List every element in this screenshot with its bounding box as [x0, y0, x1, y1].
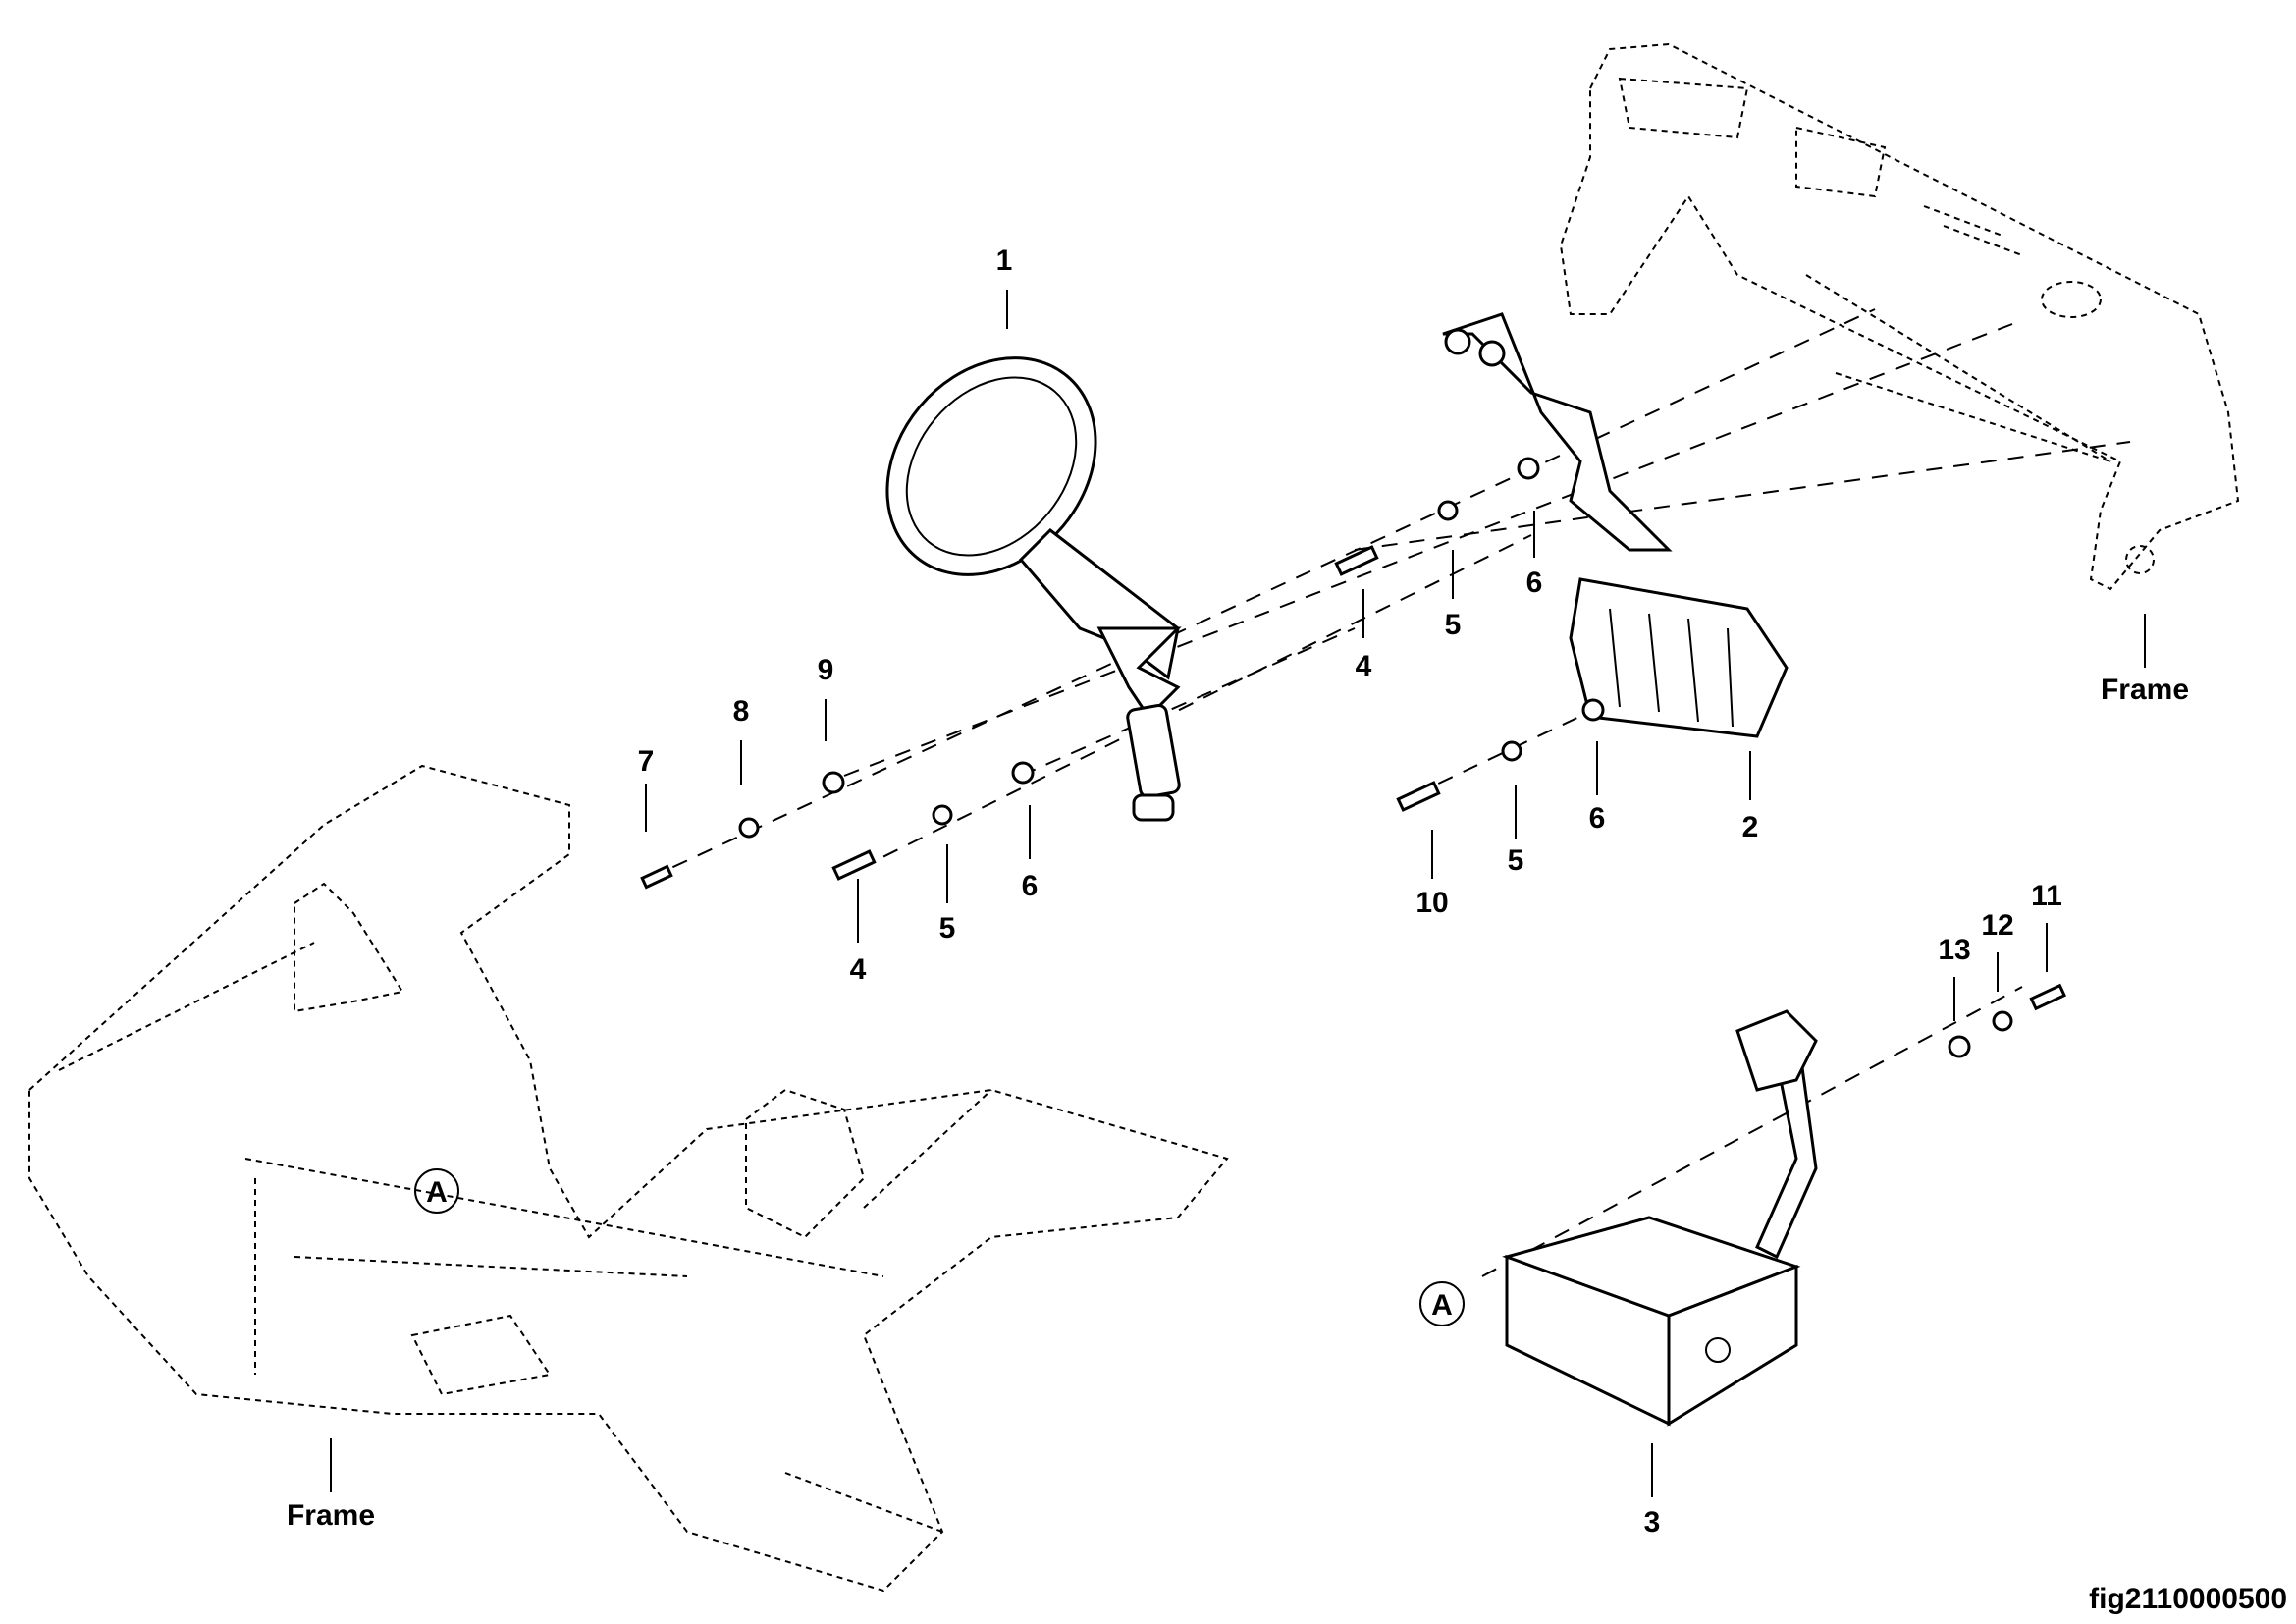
callout-13: 13	[1938, 934, 1970, 966]
callout-4-lower: 4	[850, 953, 867, 986]
callout-5-lower: 5	[939, 912, 956, 945]
hardware	[640, 457, 2067, 1058]
callout-12: 12	[1981, 909, 2013, 942]
frame-right-phantom	[1559, 42, 2240, 591]
callout-6-valve: 6	[1589, 802, 1606, 835]
leader-lines	[330, 290, 2146, 1497]
callout-2: 2	[1742, 811, 1759, 843]
callout-11: 11	[2031, 880, 2062, 912]
steering-wheel-assembly	[885, 356, 1182, 822]
callout-10: 10	[1415, 887, 1448, 919]
callout-3: 3	[1644, 1506, 1661, 1539]
callout-6-upper: 6	[1526, 567, 1543, 599]
callout-4-upper: 4	[1356, 650, 1372, 682]
figure-id: fig2110000500	[2089, 1583, 2287, 1615]
svg-text:A: A	[1431, 1289, 1453, 1322]
frame-label-left: Frame	[287, 1499, 375, 1532]
frame-left-phantom	[28, 764, 1229, 1593]
callout-5-upper: 5	[1445, 609, 1462, 641]
callout-9: 9	[818, 654, 834, 686]
callout-5-valve: 5	[1508, 844, 1524, 877]
control-valve-assembly	[1442, 312, 1789, 738]
frame-label-right: Frame	[2101, 674, 2189, 706]
pedal-assembly	[1502, 1009, 1818, 1427]
svg-text:A: A	[426, 1176, 448, 1209]
reference-mark-a-pedal: A	[1419, 1281, 1465, 1326]
reference-mark-a-frame: A	[414, 1168, 459, 1214]
callout-1: 1	[996, 244, 1013, 277]
callout-6-lower: 6	[1022, 870, 1039, 902]
callout-8: 8	[733, 695, 750, 728]
callout-7: 7	[638, 745, 655, 778]
assembly-lines	[647, 308, 2131, 1277]
